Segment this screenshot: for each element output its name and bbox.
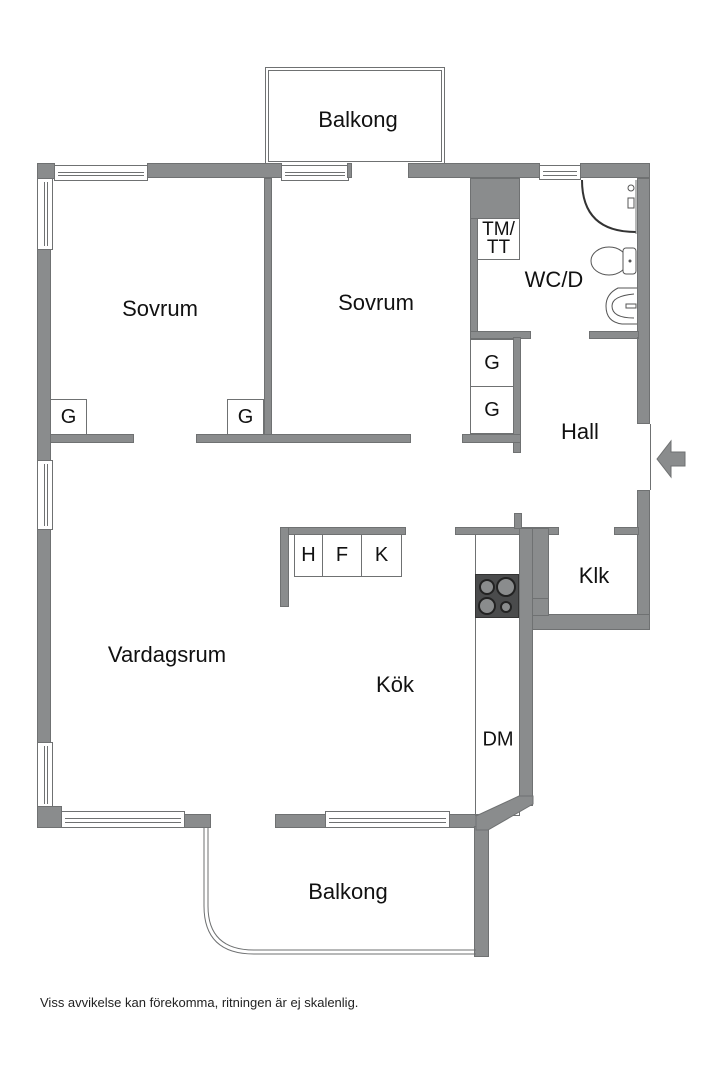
- wall-bedroom-bottom-mid: [196, 434, 411, 443]
- appliance-k: K: [361, 534, 402, 577]
- wall-left-1: [37, 249, 51, 461]
- wardrobe-bedroom-left: G: [50, 399, 87, 435]
- wall-top-1: [147, 163, 282, 178]
- wall-klk-bottom: [532, 614, 650, 630]
- entrance-door-line: [650, 424, 651, 490]
- wall-hall-closet-right: [513, 337, 521, 453]
- label-dishwasher: DM: [482, 728, 514, 751]
- toilet-icon: [590, 246, 637, 276]
- wall-hfk-left: [280, 527, 289, 607]
- wardrobe-hall-2: G: [470, 386, 514, 434]
- window-top-mid: [281, 165, 349, 181]
- window-left-bedroom: [37, 178, 53, 250]
- label-closet-room: Klk: [578, 563, 610, 588]
- disclaimer-text: Viss avvikelse kan förekomma, ritningen …: [40, 995, 359, 1010]
- label-bedroom-left: Sovrum: [122, 296, 198, 321]
- label-living-room: Vardagsrum: [107, 642, 227, 667]
- wall-klk-left: [532, 528, 549, 600]
- balcony-top-railing: [265, 67, 445, 165]
- wall-hall-closet-bottom: [462, 434, 521, 443]
- wall-wc-shaft: [470, 178, 520, 220]
- wall-right-wc: [637, 178, 650, 424]
- wall-klk-left-lower: [532, 598, 549, 616]
- sink-icon: [605, 287, 637, 325]
- wall-left-2: [37, 529, 51, 743]
- label-bathroom: WC/D: [524, 267, 584, 292]
- wall-right-klk: [637, 490, 650, 630]
- wall-wc-bottom-right: [589, 331, 639, 339]
- window-bottom-kitchen: [325, 811, 450, 828]
- wall-top-4: [580, 163, 650, 178]
- cooktop-burners-icon: [478, 577, 516, 615]
- laundry-box: TM/ TT: [477, 218, 520, 260]
- wall-bottom-left-corner: [37, 806, 62, 828]
- wall-bedroom1-bottom: [50, 434, 134, 443]
- wall-bedroom-divider: [264, 178, 272, 442]
- wardrobe-bedroom-right: G: [227, 399, 264, 435]
- window-bottom-living: [61, 811, 185, 828]
- window-left-living-1: [37, 460, 53, 530]
- wall-wc-bottom-left: [470, 331, 531, 339]
- window-top-wc: [539, 165, 581, 180]
- wall-top-left-corner: [37, 163, 55, 179]
- wall-top-2: [347, 163, 352, 178]
- window-top-left: [54, 165, 148, 181]
- label-balcony-bottom: Balkong: [308, 879, 388, 904]
- window-left-living-2: [37, 742, 53, 808]
- wall-diagonal: [475, 795, 534, 831]
- label-kitchen: Kök: [376, 672, 414, 697]
- wardrobe-hall-1: G: [470, 339, 514, 387]
- wall-klk-top-stub: [614, 527, 639, 535]
- cooktop: [475, 574, 519, 618]
- shower-icon: [581, 179, 637, 234]
- appliance-h: H: [294, 534, 323, 577]
- entrance-arrow-icon: [656, 439, 686, 479]
- wall-bottom-1: [184, 814, 211, 828]
- label-hall: Hall: [561, 419, 599, 444]
- label-bedroom-right: Sovrum: [338, 290, 414, 315]
- label-balcony-top: Balkong: [318, 107, 398, 132]
- wall-kitchen-stub: [514, 513, 522, 529]
- wall-hall-inner-right: [637, 337, 639, 339]
- wall-top-3: [408, 163, 540, 178]
- appliance-f: F: [322, 534, 362, 577]
- balcony-bottom-railing: [203, 828, 476, 955]
- wall-kitchen-right: [519, 528, 533, 806]
